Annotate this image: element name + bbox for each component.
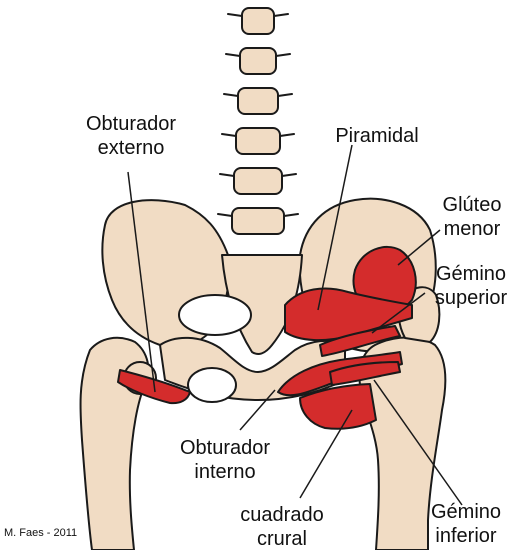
label-gemino-superior: Gémino superior bbox=[425, 262, 517, 310]
label-obturador-interno: Obturador interno bbox=[170, 436, 280, 484]
label-line: inferior bbox=[420, 524, 512, 548]
credit-text: M. Faes - 2011 bbox=[4, 527, 77, 539]
label-line: Obturador bbox=[76, 112, 186, 136]
vertebra-body bbox=[242, 8, 274, 34]
label-line: menor bbox=[432, 217, 512, 241]
vertebra-body bbox=[240, 48, 276, 74]
label-line: Gémino bbox=[425, 262, 517, 286]
vertebra-body bbox=[238, 88, 278, 114]
label-line: Piramidal bbox=[322, 124, 432, 148]
label-cuadrado-crural: cuadrado crural bbox=[232, 503, 332, 551]
label-gluteo-menor: Glúteo menor bbox=[432, 193, 512, 241]
label-line: Glúteo bbox=[432, 193, 512, 217]
vertebra-body bbox=[236, 128, 280, 154]
label-gemino-inferior: Gémino inferior bbox=[420, 500, 512, 548]
vertebra-body bbox=[234, 168, 282, 194]
label-obturador-externo: Obturador externo bbox=[76, 112, 186, 160]
lumbar-spine bbox=[218, 8, 298, 234]
vertebra-body bbox=[232, 208, 284, 234]
label-line: Gémino bbox=[420, 500, 512, 524]
label-line: Obturador bbox=[170, 436, 280, 460]
label-line: crural bbox=[232, 527, 332, 551]
label-piramidal: Piramidal bbox=[322, 124, 432, 148]
label-line: superior bbox=[425, 286, 517, 310]
label-line: cuadrado bbox=[232, 503, 332, 527]
label-line: externo bbox=[76, 136, 186, 160]
pelvic-inlet bbox=[179, 295, 251, 335]
label-line: interno bbox=[170, 460, 280, 484]
left-obturator-foramen bbox=[188, 368, 236, 402]
